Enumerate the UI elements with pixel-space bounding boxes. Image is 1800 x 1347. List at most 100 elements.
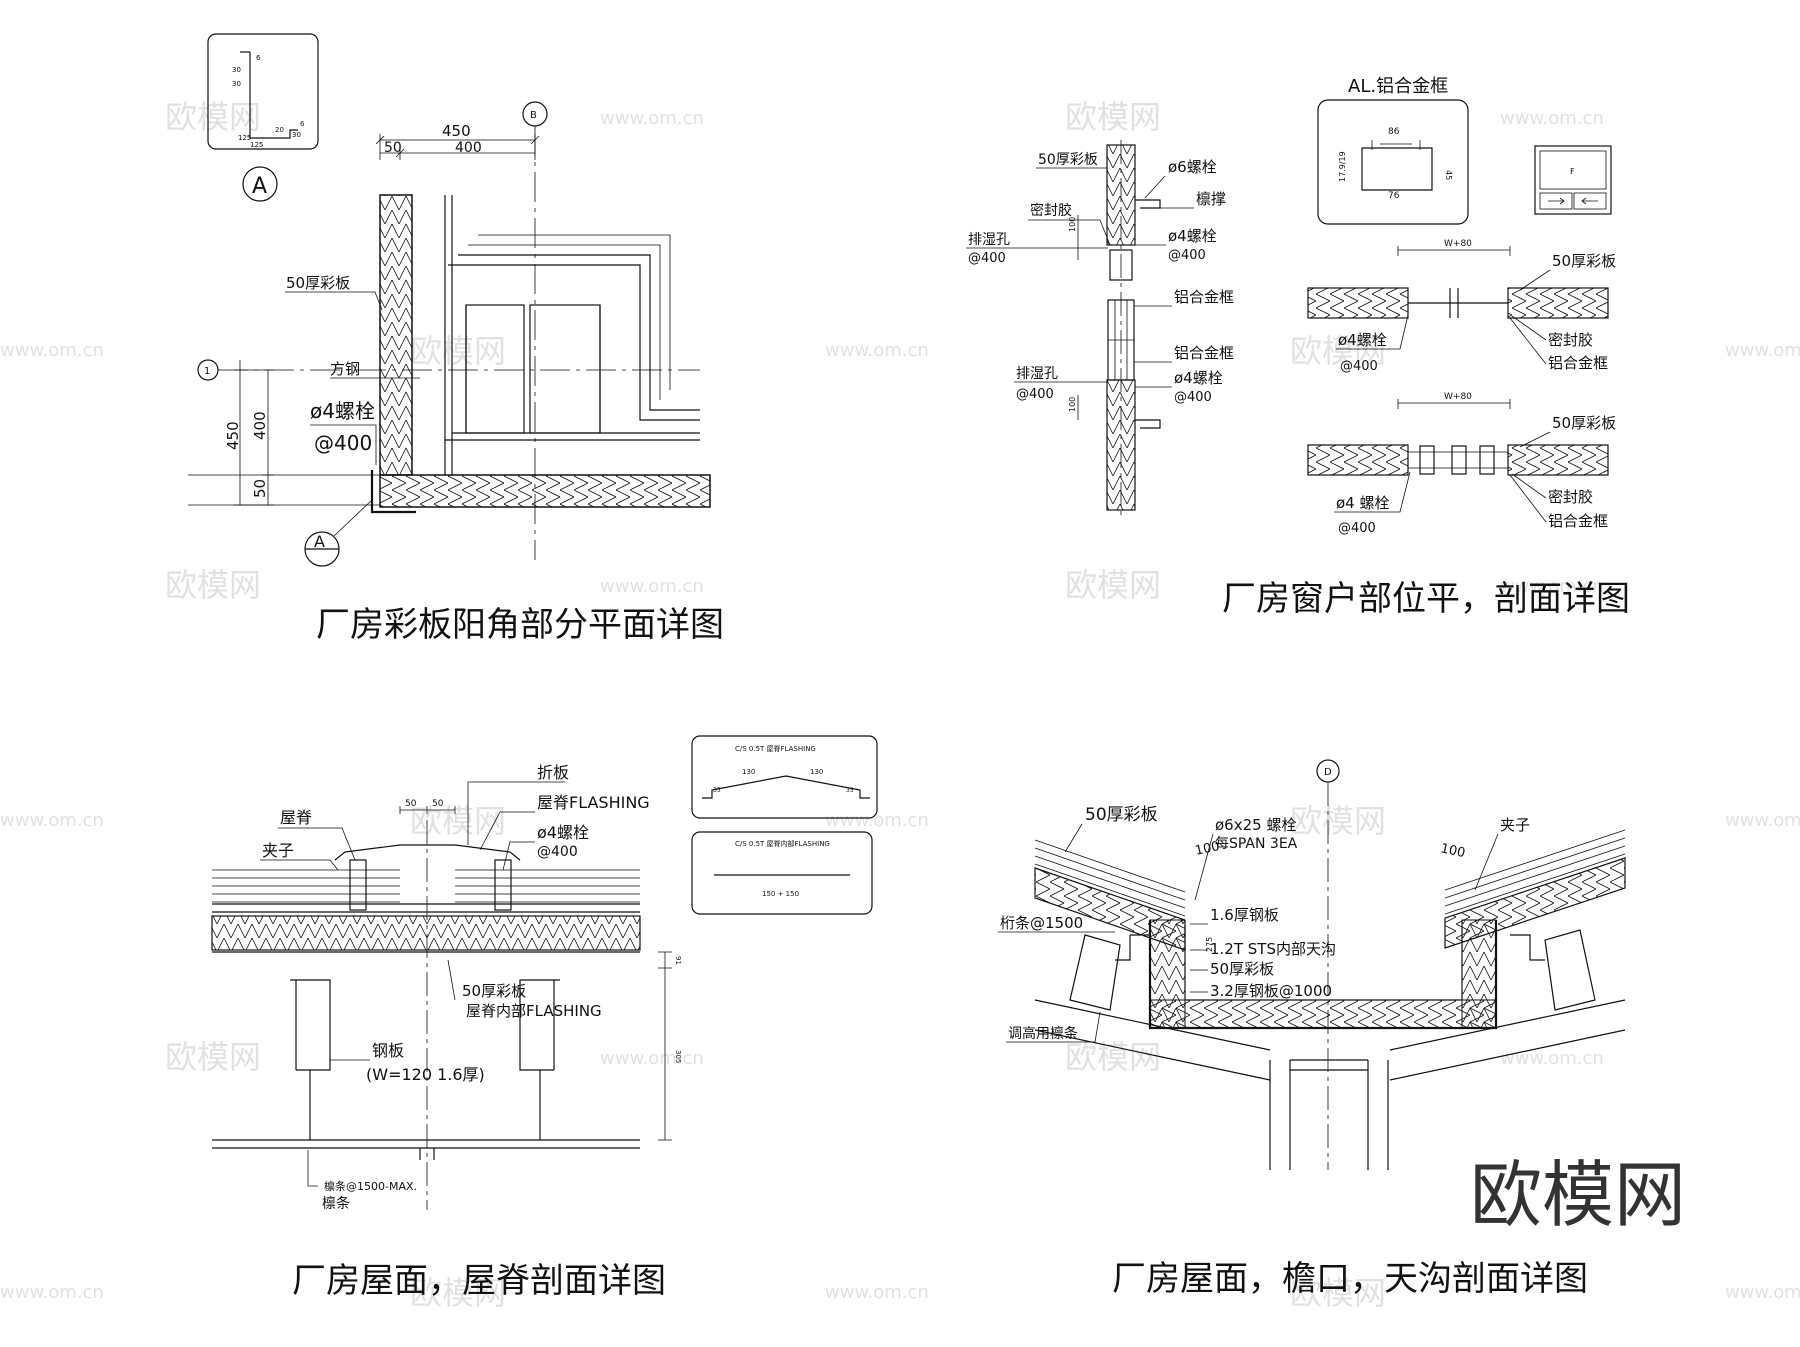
d-label-steel-plate: 1.6厚钢板 <box>1210 906 1279 924</box>
b-label-alu-frame: 铝合金框 <box>1174 288 1234 306</box>
inset-dim: 30 <box>292 131 301 139</box>
b-label-bolt6: ø6螺栓 <box>1168 158 1217 176</box>
b-side-dim: 100 <box>1068 397 1077 412</box>
c-dim-305: 305 <box>674 1050 682 1063</box>
flashing-detail-1 <box>691 735 878 819</box>
inset-dim: 6 <box>256 54 261 62</box>
b-label-bolt4: ø4螺栓 <box>1168 227 1217 245</box>
window-icon-label: F <box>1570 167 1575 176</box>
watermark-brand: 欧模网 <box>165 566 261 604</box>
detail-b-title: 厂房窗户部位平，剖面详图 <box>1222 579 1630 619</box>
watermark-domain: www.om.cn <box>1725 340 1800 361</box>
flashing2-dim: 150 + 150 <box>762 890 799 898</box>
label-bolt: ø4螺栓 <box>310 399 375 423</box>
d-label-purlin-spacing: 桁条@1500 <box>1000 914 1083 932</box>
watermark-domain: www.om.cn <box>600 576 704 597</box>
plan2-label-panel: 50厚彩板 <box>1552 414 1616 432</box>
label-square-steel: 方钢 <box>330 360 360 378</box>
d-dim-100-right: 100 <box>1439 841 1466 861</box>
inset-dim: 6 <box>300 120 305 128</box>
dim-400-left: 400 <box>251 411 269 440</box>
watermark-domain: www.om.cn <box>600 1048 704 1069</box>
label-bolt-spacing: @400 <box>314 431 372 455</box>
plan-label-panel: 50厚彩板 <box>1552 252 1616 270</box>
brand-logo: 欧模网 <box>1470 1153 1686 1237</box>
frame-dim: 17.9/19 <box>1338 151 1347 182</box>
watermark-domain: www.om.cn <box>1500 576 1604 597</box>
b-label-bolt4-spacing-2: @400 <box>1174 390 1212 405</box>
flashing1-head: C/S 0.5T 屋脊FLASHING <box>735 744 816 753</box>
b-label-panel: 50厚彩板 <box>1038 152 1098 168</box>
flashing-detail-2 <box>691 831 873 915</box>
watermark-brand: 欧模网 <box>410 1274 506 1312</box>
detail-a-title: 厂房彩板阳角部分平面详图 <box>316 605 724 645</box>
detail-a-corner-plan: 125 30 6 30 125 20 30 6 A 450 50 400 B <box>188 33 724 645</box>
frame-title: AL.铝合金框 <box>1348 76 1448 97</box>
watermark-brand: 欧模网 <box>165 98 261 136</box>
d-label-panel: 50厚彩板 <box>1085 805 1158 825</box>
b-label-bolt4-spacing: @400 <box>1168 248 1206 263</box>
inset-profile-box: 125 30 6 30 125 20 30 6 <box>207 33 319 150</box>
grid-bubble-1-label: 1 <box>204 366 210 377</box>
watermark-domain: www.om.cn <box>600 108 704 129</box>
watermark-brand: 欧模网 <box>1290 802 1386 840</box>
d-label-bolt-count: 每SPAN 3EA <box>1215 836 1298 852</box>
detail-d-title: 厂房屋面，檐口，天沟剖面详图 <box>1112 1259 1588 1299</box>
inset-dim: 125 <box>250 141 263 149</box>
c-label-bolt-spacing: @400 <box>537 844 578 860</box>
flashing1-dim: 35 <box>846 787 854 794</box>
b-label-drain-spacing-2: @400 <box>1016 387 1054 402</box>
watermark-brand: 欧模网 <box>1065 98 1161 136</box>
d-label-clip: 夹子 <box>1500 816 1530 834</box>
watermark-domain: www.om.cn <box>1500 1048 1604 1069</box>
detail-c-title: 厂房屋面，屋脊剖面详图 <box>292 1261 666 1301</box>
c-label-bolt: ø4螺栓 <box>537 823 589 842</box>
watermark-layer: 欧模网 www.om.cn 欧模网 www.om.cn www.om.cn 欧模… <box>0 98 1800 1312</box>
dim-450-top: 450 <box>442 122 471 140</box>
dim-50-top: 50 <box>384 140 402 156</box>
frame-dim: 86 <box>1388 127 1400 137</box>
plan2-label-bolt-spacing: @400 <box>1338 521 1376 536</box>
watermark-domain: www.om.cn <box>0 810 104 831</box>
watermark-domain: www.om.cn <box>0 1282 104 1303</box>
grid-bubble-b-label: B <box>530 110 537 121</box>
detail-d-gutter: D 50厚彩板 ø6x25 螺栓 每SPAN 3EA 夹子 100 100 1.… <box>998 759 1626 1299</box>
watermark-domain: www.om.cn <box>825 340 929 361</box>
flashing1-dim: 130 <box>810 768 823 776</box>
window-elevation-icon <box>1534 145 1612 215</box>
d-label-bolt: ø6x25 螺栓 <box>1215 816 1296 834</box>
dim-400-top: 400 <box>455 140 482 156</box>
inset-dim: 30 <box>232 80 241 88</box>
b-label-alu-frame-2: 铝合金框 <box>1174 344 1234 362</box>
b-label-drain-2: 排湿孔 <box>1016 366 1058 382</box>
d-label-adjust-purlin: 调高用檩条 <box>1008 1025 1078 1042</box>
grid-bubble-d-label: D <box>1324 767 1332 778</box>
watermark-brand: 欧模网 <box>165 1038 261 1076</box>
c-label-clip: 夹子 <box>262 841 294 860</box>
watermark-domain: www.om.cn <box>0 340 104 361</box>
c-dim-50: 50 <box>432 799 444 809</box>
c-label-fold: 折板 <box>537 763 569 782</box>
frame-dim: 45 <box>1444 170 1453 180</box>
watermark-brand: 欧模网 <box>1290 1274 1386 1312</box>
c-label-purlin: 檩条 <box>322 1195 350 1212</box>
b-label-sealant: 密封胶 <box>1030 202 1072 219</box>
watermark-domain: www.om.cn <box>1500 108 1604 129</box>
section-mark-a-label: A <box>252 174 267 199</box>
d-label-gutter: 1.2T STS内部天沟 <box>1210 940 1336 958</box>
inset-dim: 20 <box>275 126 284 134</box>
frame-dim: 76 <box>1388 191 1400 201</box>
c-label-ridge: 屋脊 <box>280 808 312 827</box>
watermark-domain: www.om.cn <box>1725 810 1800 831</box>
watermark-domain: www.om.cn <box>825 1282 929 1303</box>
c-label-ridge-flashing: 屋脊FLASHING <box>537 793 650 812</box>
d-dim-100-left: 100 <box>1194 839 1221 859</box>
plan-label-frame: 铝合金框 <box>1548 354 1608 372</box>
detail-c-ridge: 91 305 50 50 折板 屋脊FLASHING ø4螺栓 @400 屋脊 … <box>211 735 878 1301</box>
watermark-brand: 欧模网 <box>1065 1038 1161 1076</box>
watermark-brand: 欧模网 <box>410 802 506 840</box>
flashing1-dim: 130 <box>742 768 755 776</box>
b-label-drain: 排湿孔 <box>968 232 1010 248</box>
inset-dim: 125 <box>238 134 251 142</box>
